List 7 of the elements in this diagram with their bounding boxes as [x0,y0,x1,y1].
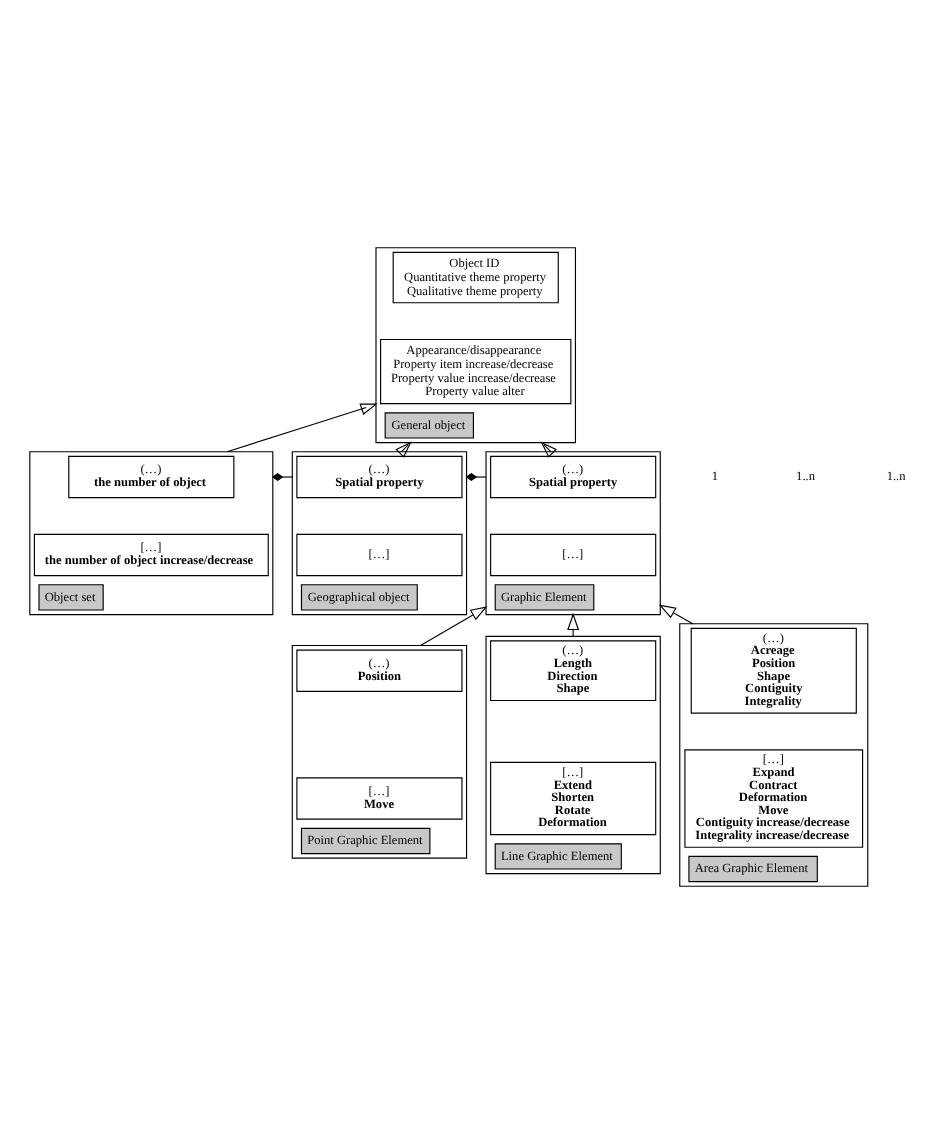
arrow [226,402,378,452]
connector [271,472,293,480]
arrow [420,605,488,646]
connector [465,472,487,480]
arrow [658,603,694,624]
arrow [540,440,557,457]
arrow [395,440,412,457]
